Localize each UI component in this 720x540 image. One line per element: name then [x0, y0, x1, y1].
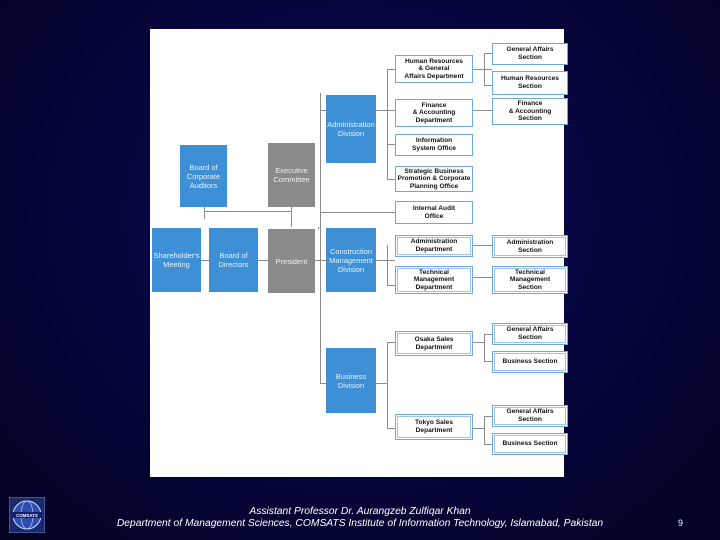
technical-management-department-box: Technical Management Department [395, 266, 473, 294]
connector-line [484, 334, 492, 335]
connector-line [473, 342, 484, 343]
connector-line [320, 93, 321, 383]
connector-line [204, 207, 205, 219]
connector-line [320, 110, 326, 111]
connector-line [376, 110, 387, 111]
general-affairs-section-box: General Affairs Section [492, 405, 568, 427]
logo-text: COMSATS [16, 513, 38, 518]
connector-line [387, 342, 395, 343]
connector-line [387, 110, 395, 111]
administration-section-box: Administration Section [492, 235, 568, 258]
business-section-box: Business Section [492, 351, 568, 373]
connector-line [387, 342, 388, 428]
technical-management-section-box: Technical Management Section [492, 266, 568, 294]
footer: Assistant Professor Dr. Aurangzeb Zulfiq… [0, 506, 720, 530]
administration-department-box: Administration Department [395, 235, 473, 257]
connector-line [376, 383, 387, 384]
connector-line [484, 53, 492, 54]
connector-line [320, 212, 395, 213]
internal-audit-office-box: Internal Audit Office [395, 201, 473, 224]
connector-line [484, 444, 492, 445]
general-affairs-section-box: General Affairs Section [492, 43, 568, 65]
hr-general-affairs-department-box: Human Resources & General Affairs Depart… [395, 55, 473, 83]
footer-author: Assistant Professor Dr. Aurangzeb Zulfiq… [249, 506, 471, 517]
finance-accounting-department-box: Finance & Accounting Department [395, 99, 473, 127]
construction-management-division-box: Construction Management Division [326, 228, 376, 292]
shareholders-meeting-box: Shareholder's Meeting [152, 228, 201, 292]
administration-division-box: Administration Division [326, 95, 376, 163]
footer-institution: Department of Management Sciences, COMSA… [116, 518, 604, 529]
connector-line [320, 383, 326, 384]
president-box: President [268, 229, 315, 293]
general-affairs-section-box: General Affairs Section [492, 323, 568, 345]
strategic-business-office-box: Strategic Business Promotion & Corporate… [395, 166, 473, 192]
board-of-corporate-auditors-box: Board of Corporate Auditors [180, 145, 227, 207]
connector-line [473, 69, 492, 70]
finance-accounting-section-box: Finance & Accounting Section [492, 98, 568, 125]
connector-line [387, 428, 395, 429]
information-system-office-box: Information System Office [395, 134, 473, 156]
connector-line [484, 361, 492, 362]
connector-line [318, 227, 319, 229]
business-section-box: Business Section [492, 433, 568, 455]
page-number: 9 [678, 518, 684, 528]
connector-line [387, 144, 395, 145]
osaka-sales-department-box: Osaka Sales Department [395, 331, 473, 356]
connector-line [201, 260, 209, 261]
business-division-box: Business Division [326, 348, 376, 413]
connector-line [484, 416, 485, 444]
connector-line [484, 85, 492, 86]
connector-line [320, 260, 326, 261]
connector-line [387, 69, 388, 179]
connector-line [473, 277, 492, 278]
connector-line [484, 416, 492, 417]
connector-line [204, 211, 291, 212]
connector-line [376, 260, 395, 261]
board-of-directors-box: Board of Directors [209, 228, 258, 292]
tokyo-sales-department-box: Tokyo Sales Department [395, 414, 473, 440]
connector-line [484, 334, 485, 361]
connector-line [473, 245, 492, 246]
connector-line [387, 285, 395, 286]
connector-line [258, 260, 268, 261]
org-chart-image: Board of Corporate Auditors Shareholder'… [150, 29, 568, 477]
connector-line [473, 110, 492, 111]
human-resources-section-box: Human Resources Section [492, 71, 568, 95]
executive-committee-box: Executive Committee [268, 143, 315, 207]
connector-line [387, 179, 395, 180]
connector-line [473, 428, 484, 429]
connector-line [291, 207, 292, 227]
comsats-globe-logo: COMSATS [9, 497, 45, 533]
connector-line [387, 245, 388, 285]
connector-line [387, 69, 395, 70]
